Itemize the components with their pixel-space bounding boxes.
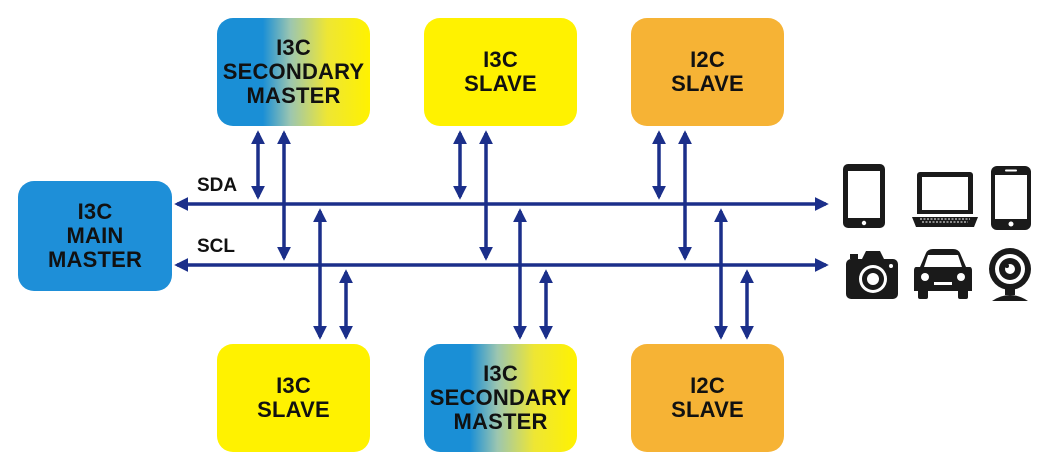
- camera-icon: [846, 251, 898, 299]
- block-line: SECONDARY: [222, 59, 365, 85]
- scl-label: SCL: [197, 236, 235, 257]
- block-line: I3C: [77, 199, 113, 225]
- block-line: I2C: [690, 373, 725, 399]
- tablet-icon: [843, 164, 885, 228]
- laptop-icon: [912, 172, 978, 227]
- block-line: SLAVE: [671, 397, 744, 422]
- top-i2c-slave-block: I2C SLAVE: [631, 18, 784, 126]
- block-line: SECONDARY: [429, 385, 572, 411]
- block-line: I2C: [690, 47, 725, 73]
- block-line: MASTER: [246, 82, 341, 108]
- bottom-i2c-slave-block: I2C SLAVE: [631, 344, 784, 452]
- sda-label: SDA: [197, 175, 238, 196]
- block-line: MAIN: [66, 223, 124, 249]
- top-i3c-slave-block: I3C SLAVE: [424, 18, 577, 126]
- block-line: SLAVE: [257, 397, 330, 422]
- block-line: MASTER: [453, 408, 548, 434]
- car-icon: [914, 249, 972, 299]
- block-line: MASTER: [47, 246, 143, 272]
- bottom-i3c-secondary-master-block: I3C SECONDARY MASTER: [424, 344, 577, 452]
- block-line: I3C: [276, 373, 311, 399]
- block-line: SLAVE: [464, 71, 537, 96]
- block-line: I3C: [276, 35, 311, 61]
- block-line: I3C: [483, 361, 518, 387]
- smartphone-icon: [991, 166, 1031, 230]
- i3c-main-master-block: I3C MAIN MASTER: [18, 181, 172, 291]
- bottom-i3c-slave-block: I3C SLAVE: [217, 344, 370, 452]
- block-line: I3C: [483, 47, 518, 73]
- webcam-icon: [989, 248, 1031, 301]
- top-i3c-secondary-master-block: I3C SECONDARY MASTER: [217, 18, 370, 126]
- block-line: SLAVE: [671, 71, 744, 96]
